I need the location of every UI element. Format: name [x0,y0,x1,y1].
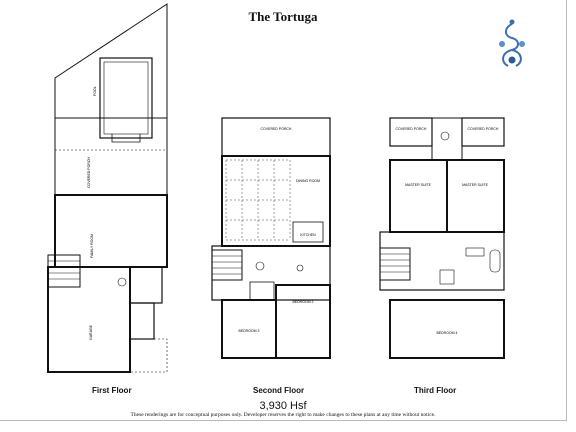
room-label: KITCHEN [300,233,316,237]
room-label: FAMILY ROOM [90,234,94,258]
room-label: COVERED PORCH [396,127,427,131]
room-label: GARAGE [89,324,93,340]
disclaimer-text: These renderings are for conceptual purp… [130,412,436,418]
room-label: BEDROOM 2 [292,300,313,304]
room-label: BEDROOM 3 [238,329,259,333]
room-label: COVERED PORCH [468,127,499,131]
room-label: POOL [93,86,97,96]
floor-label-first: First Floor [92,386,132,395]
first-floor-plan [47,3,168,373]
second-floor-plan [211,117,331,359]
room-label: MASTER SUITE [462,183,489,187]
page-frame [0,0,567,421]
brand-swirl-icon [499,19,525,67]
floor-label-third: Third Floor [414,386,457,395]
third-floor-plan [379,117,505,359]
room-label: BEDROOM 4 [436,331,457,335]
floor-plans: POOL COVERED PORCH FAMILY ROOM GARAGE [47,3,505,373]
room-label: MASTER SUITE [405,183,432,187]
room-label: COVERED PORCH [87,157,91,188]
room-label: DINING ROOM [296,179,320,183]
total-area: 3,930 Hsf [259,400,307,412]
floor-label-second: Second Floor [253,386,305,395]
plan-title: The Tortuga [248,9,318,24]
room-label: COVERED PORCH [261,127,292,131]
